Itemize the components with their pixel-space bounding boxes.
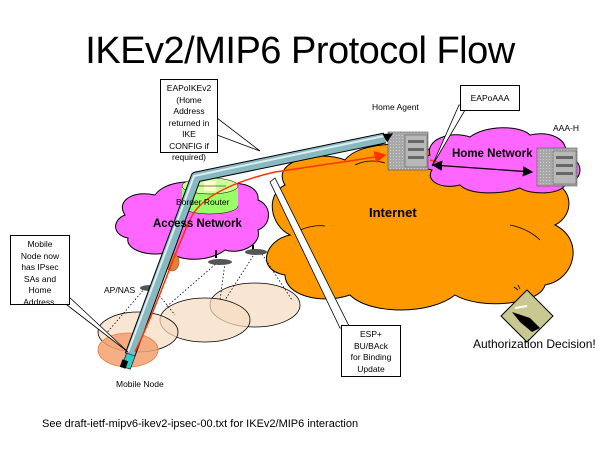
border-router-label: Border Router (176, 197, 230, 207)
aaa-h-server (536, 147, 578, 187)
callout-esp-bu: ESP+ BU/BAck for Binding Update (341, 325, 401, 377)
page-title: IKEv2/MIP6 Protocol Flow (85, 30, 515, 72)
internet-label: Internet (369, 205, 417, 220)
callout-eap-ikev2: EAPoIKEv2 (Home Address returned in IKE … (160, 79, 218, 162)
footer-note: See draft-ietf-mipv6-ikev2-ipsec-00.txt … (42, 418, 359, 430)
signal-path (134, 151, 387, 353)
mobile-node-device (119, 352, 136, 370)
aaa-link-arrow (431, 160, 534, 177)
home-agent-server (387, 131, 429, 171)
access-network-label: Access Network (153, 218, 242, 230)
aaa-h-label: AAA-H (553, 123, 579, 133)
callout-pointers (66, 104, 469, 353)
home-network-label: Home Network (452, 148, 533, 160)
authorization-icon (500, 284, 554, 343)
callout-eap-aaa: EAPoAAA (460, 85, 520, 111)
mobile-node-label: Mobile Node (116, 379, 164, 389)
ap-nas-label: AP/NAS (104, 285, 136, 295)
authorization-label: Authorization Decision! (473, 337, 596, 351)
home-agent-label: Home Agent (372, 102, 419, 112)
ipsec-tunnel (124, 132, 394, 357)
ap-links (104, 252, 293, 336)
callout-mobile-node: Mobile Node now has IPsec SAs and Home A… (10, 235, 70, 307)
